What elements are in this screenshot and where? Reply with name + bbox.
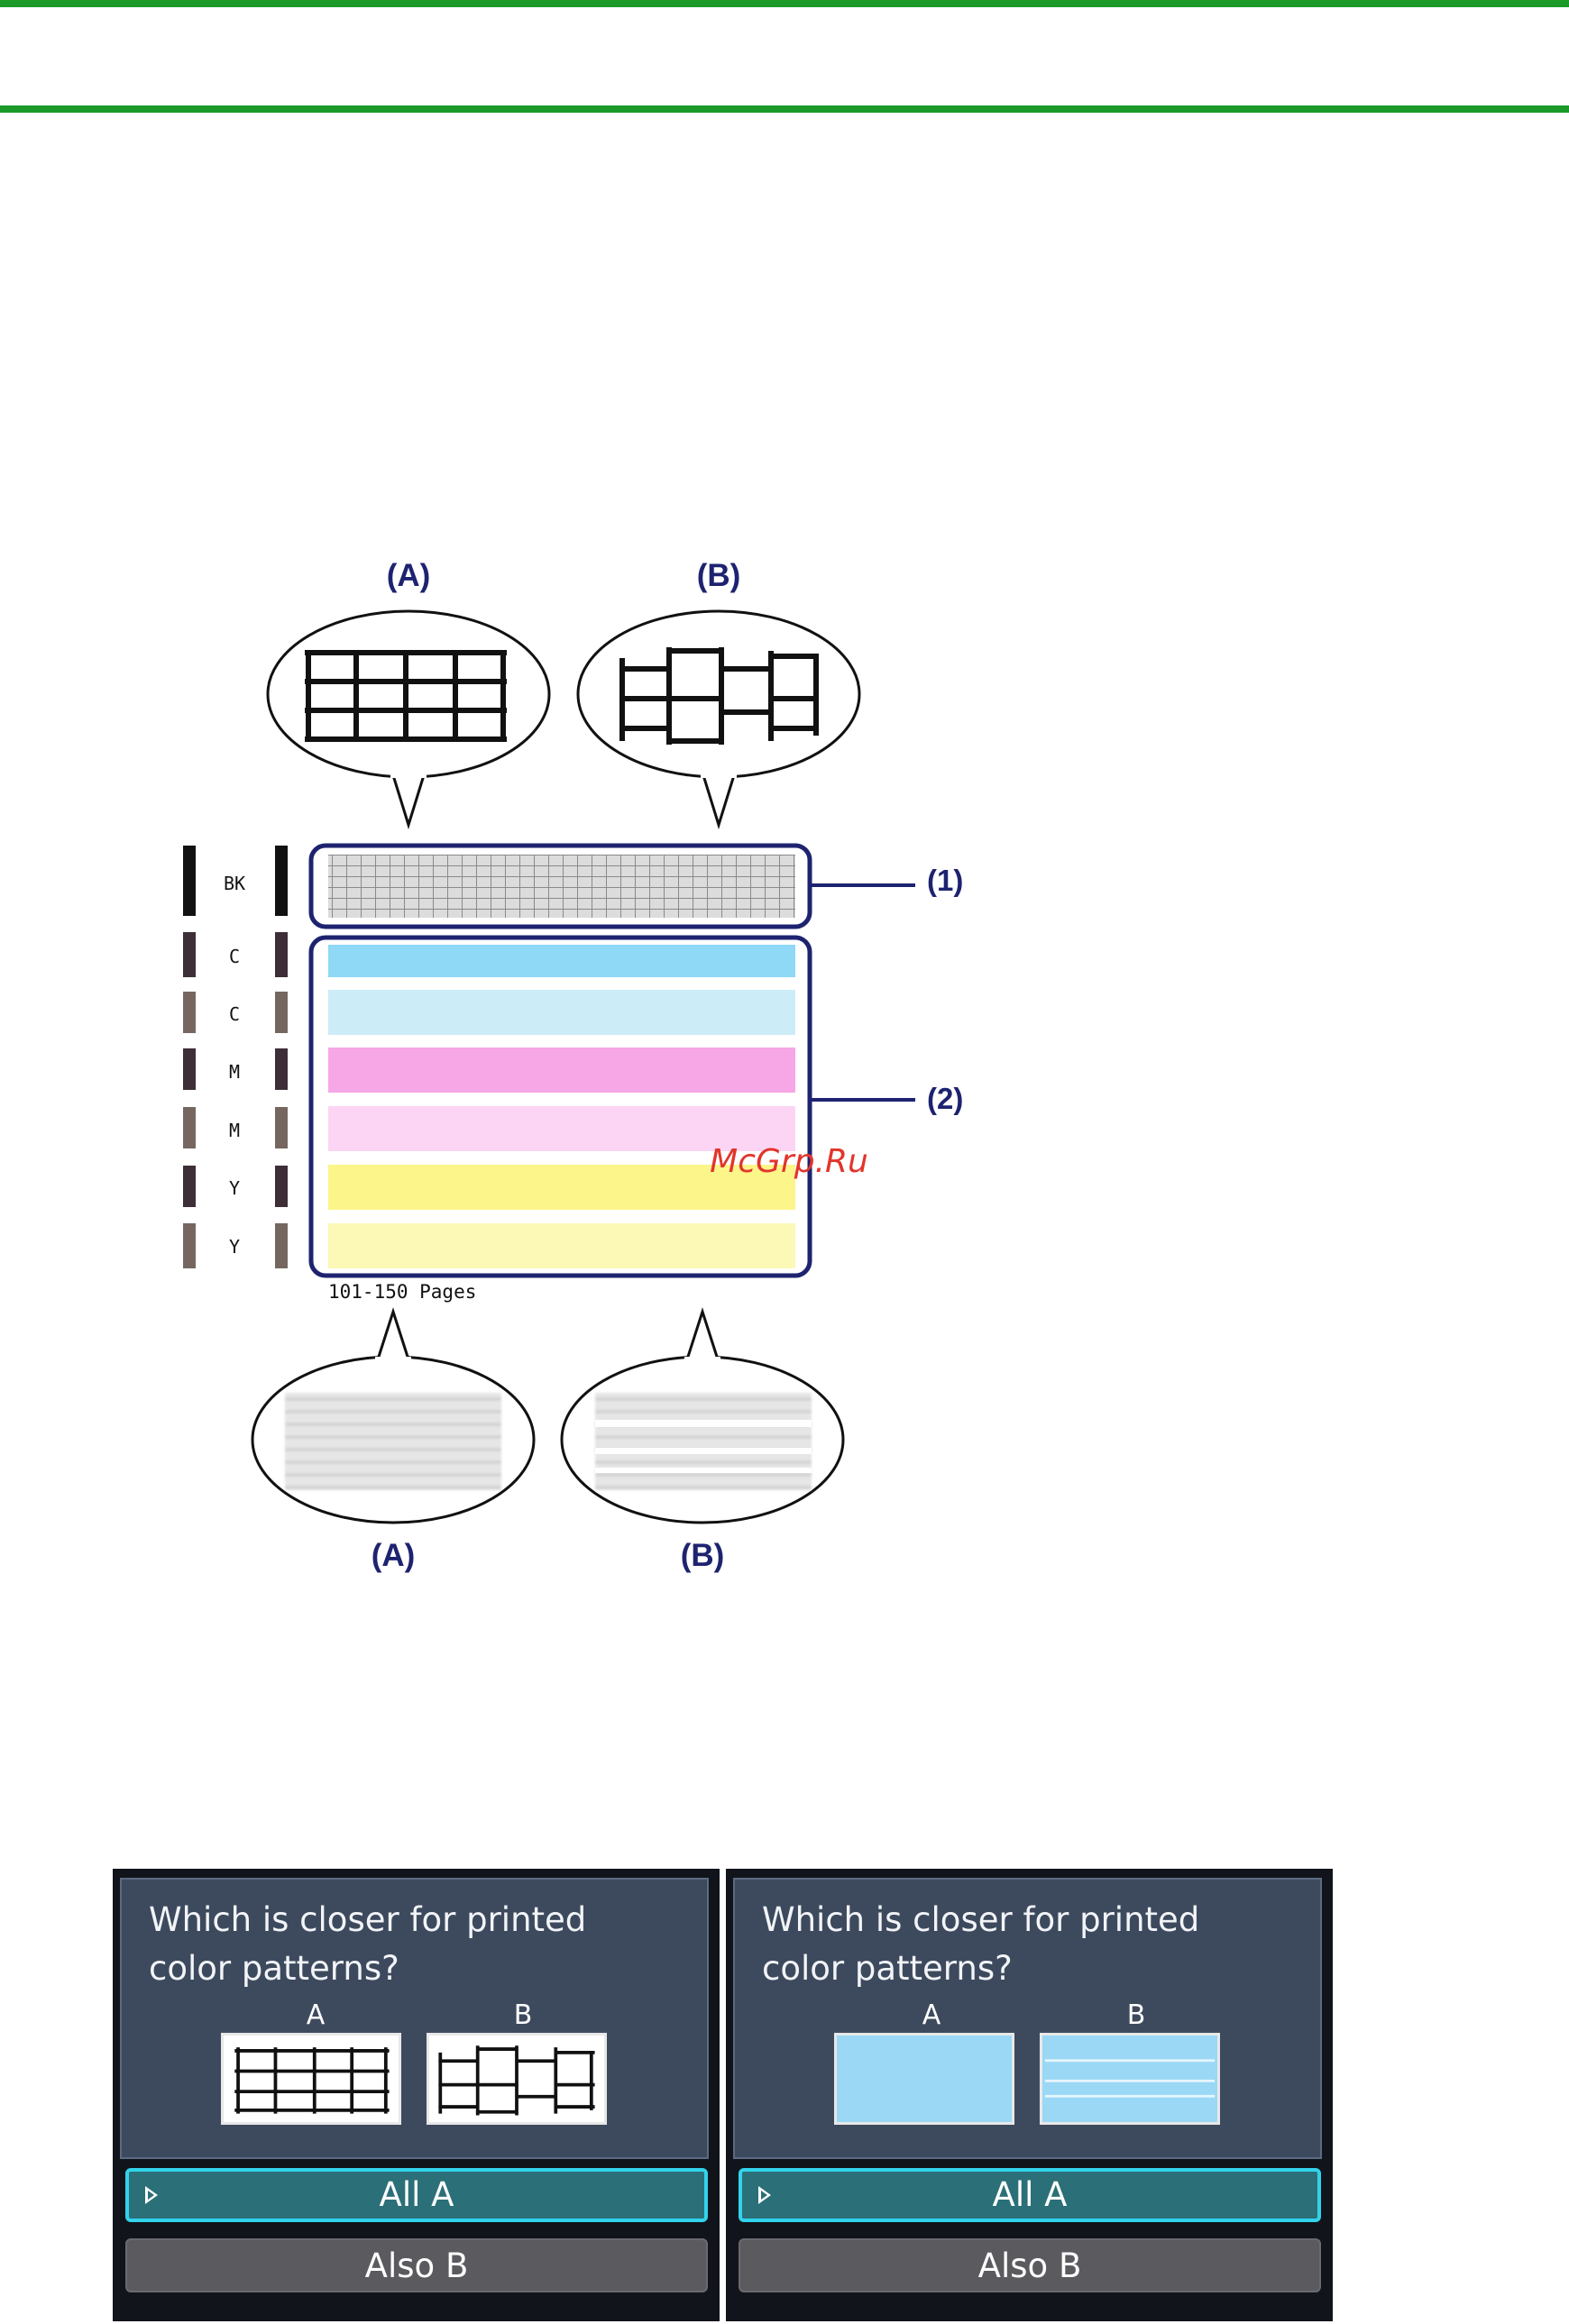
row-label-m1: M xyxy=(229,1061,240,1083)
lcd-screen-color-pattern: Which is closer for printed color patter… xyxy=(726,1869,1333,2321)
row-label-y1: Y xyxy=(229,1177,240,1199)
band-cyan xyxy=(328,945,795,977)
pointer-label-2: (2) xyxy=(927,1082,963,1115)
pattern-1-black-grid xyxy=(311,846,915,927)
question-line-2: color patterns? xyxy=(762,1944,1303,1993)
all-a-button[interactable]: All A xyxy=(739,2168,1321,2222)
question-text: Which is closer for printed color patter… xyxy=(762,1896,1303,1993)
watermark: McGrp.Ru xyxy=(710,1143,868,1180)
all-a-button[interactable]: All A xyxy=(125,2168,708,2222)
selection-arrow-icon xyxy=(758,2186,771,2204)
grid-pattern-a-icon[interactable] xyxy=(221,2033,401,2125)
question-panel: Which is closer for printed color patter… xyxy=(733,1878,1322,2159)
streaked-band-sample-b-icon xyxy=(595,1393,812,1490)
question-line-2: color patterns? xyxy=(149,1944,690,1993)
question-text: Which is closer for printed color patter… xyxy=(149,1896,690,1993)
row-label-c1: C xyxy=(229,946,240,967)
option-a-label: A xyxy=(298,1999,334,2031)
all-a-button-label: All A xyxy=(380,2175,454,2214)
top-callout-label-a: (A) xyxy=(387,558,431,593)
option-a-label: A xyxy=(913,1999,950,2031)
also-b-button[interactable]: Also B xyxy=(125,2238,708,2292)
solid-color-pattern-a-icon[interactable] xyxy=(834,2033,1014,2125)
band-light-yellow xyxy=(328,1223,795,1268)
grid-pattern-b-icon[interactable] xyxy=(427,2033,607,2125)
blurred-band-sample-a-icon xyxy=(285,1393,501,1490)
row-label-c2: C xyxy=(229,1003,240,1025)
question-panel: Which is closer for printed color patter… xyxy=(120,1878,709,2159)
band-magenta xyxy=(328,1048,795,1093)
band-light-cyan xyxy=(328,990,795,1035)
pattern-2-color-bands xyxy=(311,938,915,1276)
selection-arrow-icon xyxy=(145,2186,158,2204)
question-line-1: Which is closer for printed xyxy=(149,1896,690,1944)
top-callout-bubble-a xyxy=(268,611,549,825)
question-line-1: Which is closer for printed xyxy=(762,1896,1303,1944)
also-b-button-label: Also B xyxy=(365,2246,469,2285)
row-label-bk: BK xyxy=(224,873,245,894)
lcd-screen-black-pattern: Which is closer for printed color patter… xyxy=(113,1869,720,2321)
row-label-m2: M xyxy=(229,1120,240,1141)
row-label-y2: Y xyxy=(229,1236,240,1258)
pointer-label-1: (1) xyxy=(927,864,963,897)
top-callout-label-b: (B) xyxy=(697,558,741,593)
all-a-button-label: All A xyxy=(993,2175,1068,2214)
also-b-button-label: Also B xyxy=(978,2246,1082,2285)
bottom-callout-label-a: (A) xyxy=(372,1538,416,1573)
striped-color-pattern-b-icon[interactable] xyxy=(1040,2033,1220,2125)
top-callout-bubble-b xyxy=(578,611,859,825)
also-b-button[interactable]: Also B xyxy=(739,2238,1321,2292)
ink-row-markers xyxy=(183,846,288,1268)
option-b-label: B xyxy=(505,1999,541,2031)
bottom-callout-bubble-a xyxy=(252,1312,534,1523)
page-range-label: 101-150 Pages xyxy=(328,1281,476,1303)
option-b-label: B xyxy=(1118,1999,1154,2031)
bottom-callout-bubble-b xyxy=(562,1312,843,1523)
bottom-callout-label-b: (B) xyxy=(681,1538,725,1573)
